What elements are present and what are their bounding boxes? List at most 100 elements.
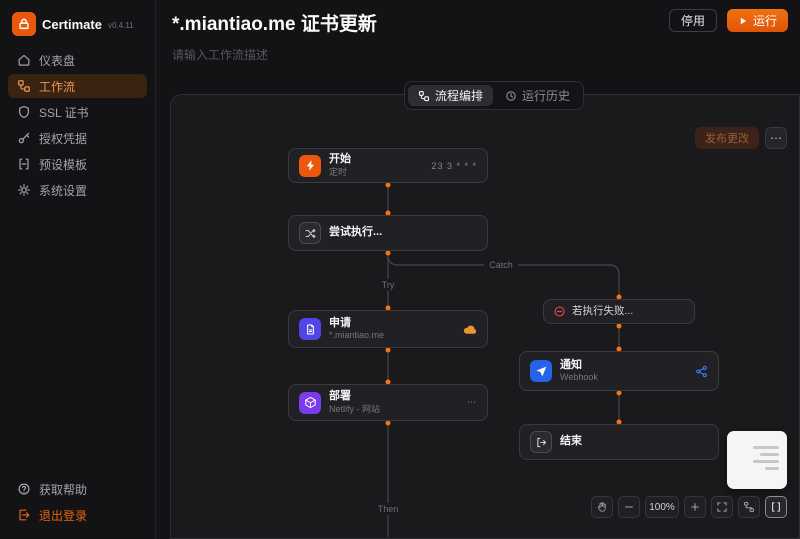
shield-icon (16, 105, 31, 120)
sidebar-item-templates[interactable]: 预设模板 (8, 152, 147, 176)
lock-icon (12, 12, 36, 36)
workflow-icon (16, 79, 31, 94)
node-title: 若执行失败... (572, 304, 634, 317)
minimap-node-bar (765, 467, 779, 470)
sidebar-spacer (8, 204, 147, 477)
minimap-node-bar (753, 446, 779, 449)
minus-icon (625, 506, 633, 508)
connector-dot[interactable] (385, 347, 391, 353)
node-texts: 结束 (560, 435, 708, 449)
connector-dot[interactable] (616, 323, 622, 329)
node-texts: 开始 定时 (329, 153, 423, 178)
sidebar-item-certificates[interactable]: SSL 证书 (8, 100, 147, 124)
tab-label: 流程编排 (435, 89, 484, 103)
sidebar-item-logout[interactable]: 退出登录 (8, 503, 147, 527)
zoom-out-button[interactable] (618, 496, 640, 518)
sidebar-item-label: 仪表盘 (39, 53, 76, 68)
canvas-actions: 发布更改 ⋯ (695, 127, 787, 149)
run-button[interactable]: 运行 (726, 9, 788, 32)
view-tabs: 流程编排 运行历史 (404, 81, 585, 110)
node-title: 申请 (329, 316, 351, 329)
canvas-toolbar: 100% (591, 496, 787, 518)
node-subtitle: Webhook (560, 372, 598, 383)
hand-icon (597, 502, 606, 512)
minimap-node-bar (753, 460, 779, 463)
branch-label-then: Then (372, 503, 404, 515)
node-apply[interactable]: 申请 *.miantiao.me (288, 310, 488, 348)
header-actions: 停用 运行 (668, 9, 788, 32)
end-exit-icon (530, 431, 552, 453)
clock-icon (505, 90, 517, 102)
page-title: *.miantiao.me 证书更新 (172, 14, 377, 35)
node-texts: 申请 *.miantiao.me (329, 317, 454, 342)
publish-changes-button[interactable]: 发布更改 (695, 127, 759, 149)
node-start[interactable]: 开始 定时 23 3 * * * (288, 148, 488, 183)
node-texts: 通知 Webhook (560, 359, 687, 384)
sidebar: Certimate v0.4.11 仪表盘 工作流 SSL 证书 授权凭据 (0, 0, 156, 539)
start-trigger-icon (299, 154, 321, 177)
help-icon (16, 482, 31, 497)
node-texts: 部署 Netlify - 网站 (329, 390, 459, 415)
connector-dot[interactable] (385, 250, 391, 256)
connector-dot[interactable] (385, 420, 391, 426)
sidebar-item-dashboard[interactable]: 仪表盘 (8, 48, 147, 72)
node-fail-condition[interactable]: 若执行失败... (543, 299, 695, 324)
logout-icon (16, 508, 31, 523)
page-header: *.miantiao.me 证书更新 请输入工作流描述 停用 运行 (156, 0, 800, 94)
app-logo[interactable]: Certimate v0.4.11 (8, 10, 147, 48)
sidebar-item-settings[interactable]: 系统设置 (8, 178, 147, 202)
minimap-panel[interactable] (727, 431, 787, 489)
tab-flow-editor[interactable]: 流程编排 (408, 85, 494, 106)
node-title: 开始 (329, 153, 351, 165)
app-version: v0.4.11 (107, 20, 134, 30)
run-button-label: 运行 (752, 14, 777, 28)
zoom-in-button[interactable] (684, 496, 706, 518)
fit-view-icon (717, 502, 727, 512)
connector-dot[interactable] (616, 390, 622, 396)
pan-hand-button[interactable] (591, 496, 613, 518)
auto-layout-icon (744, 502, 754, 512)
branch-icon (299, 222, 321, 244)
flow-editor-icon (418, 90, 430, 102)
home-icon (16, 53, 31, 68)
branch-label-try: Try (376, 279, 400, 291)
minimap-node-bar (760, 453, 779, 456)
minimap-toggle-button[interactable] (765, 496, 787, 518)
node-title: 通知 (560, 358, 582, 371)
zoom-level-button[interactable]: 100% (645, 496, 679, 518)
webhook-share-icon (695, 365, 708, 378)
branch-label-catch: Catch (484, 259, 518, 271)
canvas-more-button[interactable]: ⋯ (765, 127, 787, 149)
brackets-minus-icon (16, 157, 31, 172)
app-name: Certimate (42, 16, 102, 32)
connector-dot[interactable] (385, 182, 391, 188)
tab-label: 运行历史 (522, 89, 571, 103)
node-deploy[interactable]: 部署 Netlify - 网站 ⋯ (288, 384, 488, 421)
auto-layout-button[interactable] (738, 496, 760, 518)
sidebar-item-help[interactable]: 获取帮助 (8, 477, 147, 501)
node-notify[interactable]: 通知 Webhook (519, 351, 719, 391)
workflow-description-input[interactable]: 请输入工作流描述 (172, 48, 269, 62)
sidebar-item-label: 系统设置 (39, 183, 88, 198)
sidebar-item-label: 退出登录 (39, 508, 88, 523)
send-icon (530, 360, 552, 382)
key-icon (16, 131, 31, 146)
node-end[interactable]: 结束 (519, 424, 719, 460)
sidebar-item-workflows[interactable]: 工作流 (8, 74, 147, 98)
play-icon (738, 16, 748, 26)
tab-run-history[interactable]: 运行历史 (495, 85, 580, 106)
fail-circle-icon (553, 305, 566, 318)
workflow-canvas[interactable]: Try Catch Then 开始 定时 23 3 * * * 尝试执行... … (170, 94, 800, 539)
sidebar-item-credentials[interactable]: 授权凭据 (8, 126, 147, 150)
disable-button[interactable]: 停用 (668, 9, 717, 32)
fit-view-button[interactable] (711, 496, 733, 518)
node-more-indicator: ⋯ (467, 397, 477, 407)
sidebar-item-label: 获取帮助 (39, 482, 88, 497)
node-title: 部署 (329, 390, 351, 402)
dns-provider-cloud-icon (462, 322, 477, 337)
sidebar-item-label: SSL 证书 (39, 105, 89, 120)
node-try-block[interactable]: 尝试执行... (288, 215, 488, 251)
sidebar-item-label: 工作流 (39, 79, 76, 94)
sidebar-nav: 仪表盘 工作流 SSL 证书 授权凭据 预设模板 系统设置 (8, 48, 147, 204)
